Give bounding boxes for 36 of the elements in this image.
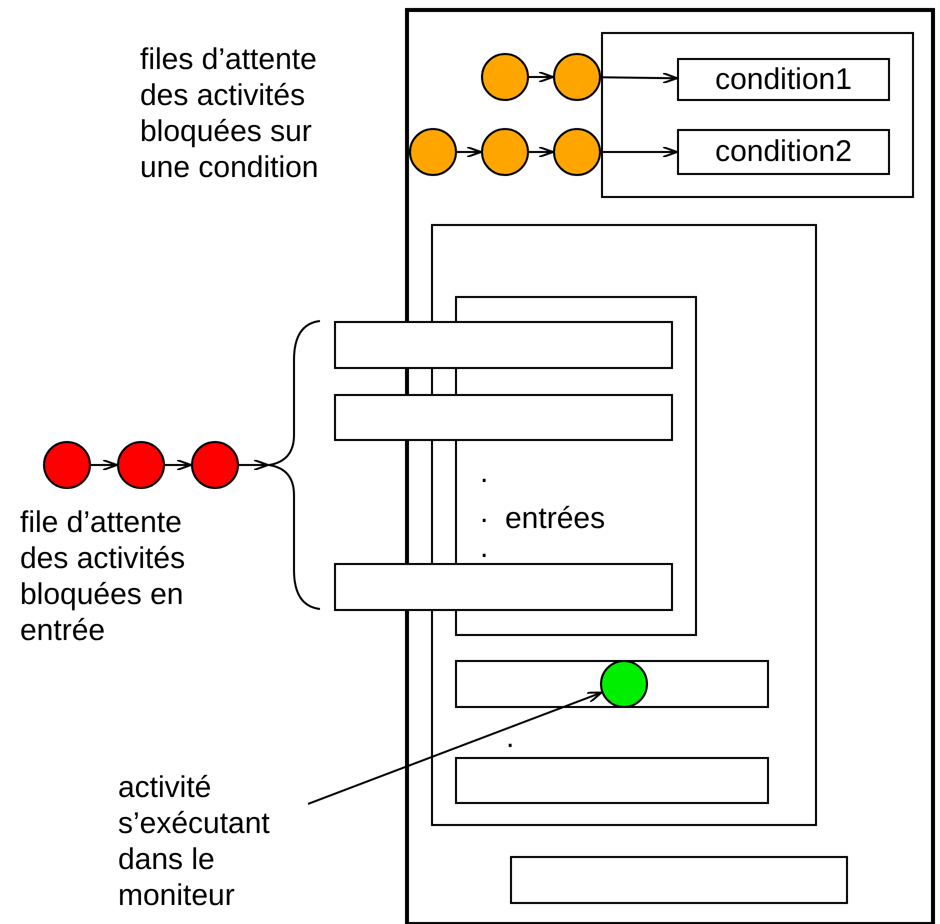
- entry-bar: [334, 321, 673, 369]
- activity-circle: [553, 128, 601, 176]
- ellipsis-dot: .: [480, 495, 490, 531]
- condition-panel: [601, 32, 914, 198]
- annotation-text: activité s’exécutant dans le moniteur: [118, 770, 308, 910]
- arrow: [529, 146, 554, 158]
- queue-caption: file d’attente des activités bloquées en entrée: [20, 505, 186, 649]
- arrow: [457, 146, 482, 158]
- condition-box: condition2: [677, 129, 890, 175]
- activity-circle: [191, 441, 239, 489]
- arrow: [239, 459, 269, 471]
- condition-box: condition1: [677, 58, 890, 101]
- brace: [268, 320, 320, 610]
- monitor-box: [405, 8, 935, 924]
- activity-circle: [481, 128, 529, 176]
- activity-circle: [409, 128, 457, 176]
- entry-bar: [334, 394, 673, 441]
- arrow: [165, 459, 192, 471]
- entry-bar: [334, 563, 673, 611]
- arrow: [308, 692, 603, 805]
- arrow: [91, 459, 118, 471]
- arrow: [529, 71, 554, 83]
- activity-circle: [481, 53, 529, 101]
- arrow: [601, 146, 678, 158]
- procedure-bar: [510, 856, 848, 904]
- procedure-bar: [455, 660, 769, 708]
- arrow: [600, 72, 678, 84]
- activity-circle: [43, 441, 91, 489]
- ellipsis-dot: .: [480, 530, 490, 566]
- ellipsis-dot: .: [480, 455, 490, 491]
- procedure-bar: [455, 757, 769, 804]
- running-activity-circle: [600, 660, 648, 708]
- activity-circle: [117, 441, 165, 489]
- ellipsis-dot: .: [506, 720, 516, 756]
- queue-caption: files d’attente des activités bloquées sur une condition: [140, 42, 320, 186]
- activity-circle: [553, 53, 601, 101]
